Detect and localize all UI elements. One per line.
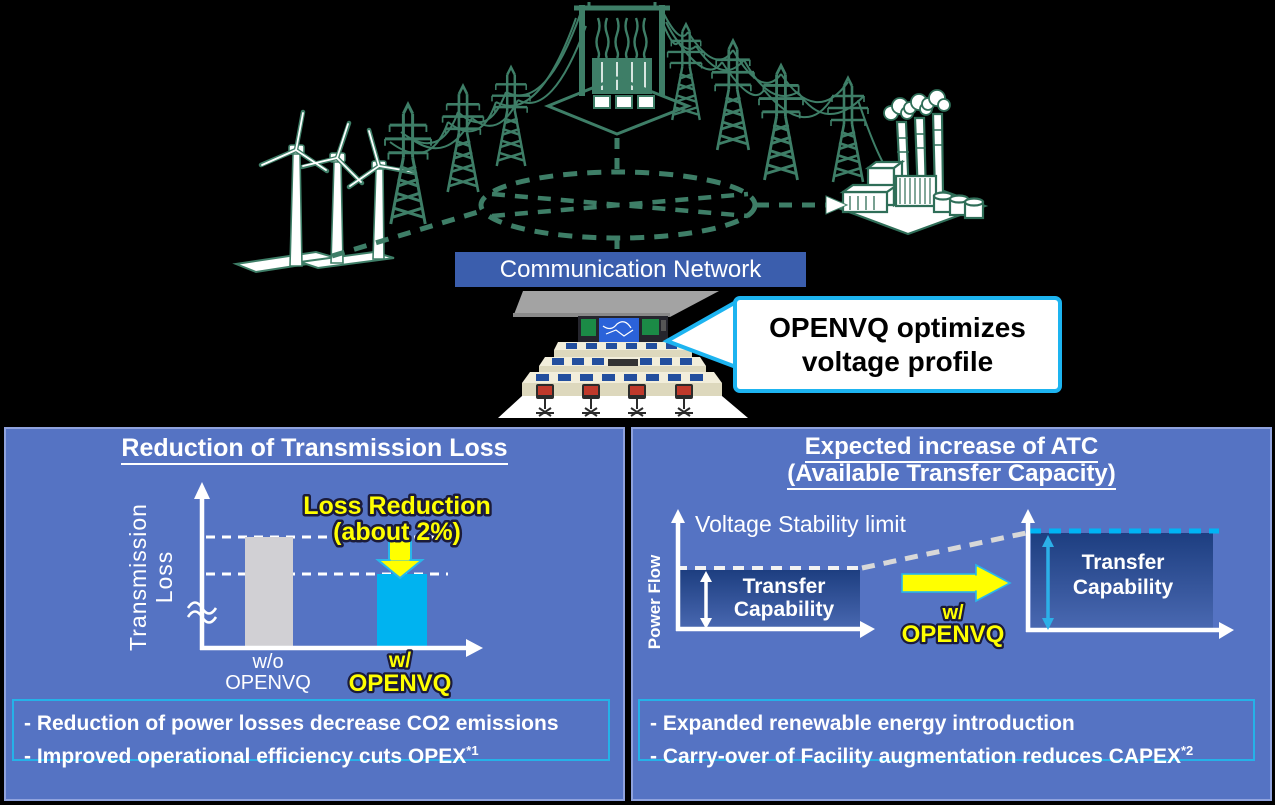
loss-reduction-arrow-icon	[375, 539, 425, 580]
communication-network-label: Communication Network	[455, 252, 806, 287]
wind-farm-ground	[232, 250, 395, 274]
substation-icon	[544, 2, 693, 136]
atc-diagram: Transfer Capability Voltage Stability li…	[645, 509, 1234, 650]
bar2-label-line1: w/	[388, 649, 411, 672]
power-lines	[389, 11, 887, 169]
axis-break	[186, 601, 218, 624]
speech-bubble-line1: OPENVQ optimizes	[769, 312, 1026, 343]
speech-bubble-line2: voltage profile	[801, 346, 994, 377]
bar-without-openvq	[245, 537, 293, 648]
stability-limit-rising-line	[861, 530, 1027, 571]
bar2-label-line2: OPENVQ	[349, 670, 452, 697]
voltage-stability-limit-label: Voltage Stability limit	[695, 511, 907, 537]
right-box-label-line1: Transfer	[1082, 551, 1165, 574]
bar1-label-line1: w/o	[251, 651, 283, 673]
arrow-label-line1: w/	[941, 602, 964, 624]
openvq-arrow-icon	[901, 563, 1012, 603]
left-box-label-line2: Capability	[734, 598, 835, 621]
power-flow-axis-label: Power Flow	[645, 554, 664, 649]
bar-with-openvq	[377, 574, 427, 648]
chart-axes	[199, 491, 468, 651]
bullet-line: - Reduction of power losses decrease CO2…	[24, 712, 559, 735]
power-grid-illustration	[232, 2, 989, 418]
wind-turbine-icon	[258, 109, 418, 267]
left-box-label-line1: Transfer	[743, 575, 826, 598]
network-ring-icon	[331, 138, 849, 259]
y-axis-label-line1: Transmission	[125, 503, 151, 651]
bullet-line: - Improved operational efficiency cuts O…	[24, 743, 479, 768]
loss-reduction-label-line2: (about 2%)	[333, 518, 461, 546]
left-benefits-box: - Reduction of power losses decrease CO2…	[12, 699, 610, 768]
right-panel-title: Expected increase of ATC (Available Tran…	[631, 433, 1272, 490]
chair-icon	[536, 384, 693, 417]
transfer-capability-box-after	[1031, 533, 1213, 630]
bullet-line: - Carry-over of Facility augmentation re…	[650, 743, 1194, 768]
bar1-label-line2: OPENVQ	[225, 672, 311, 694]
atc-panel: Expected increase of ATC (Available Tran…	[631, 427, 1272, 801]
transmission-loss-chart: Loss Reduction (about 2%) Transmission L…	[125, 482, 493, 699]
left-panel-title: Reduction of Transmission Loss	[4, 434, 625, 465]
speech-bubble: OPENVQ optimizes voltage profile	[733, 296, 1062, 393]
loss-reduction-label-line1: Loss Reduction	[303, 492, 491, 520]
y-axis-label-line2: Loss	[151, 551, 177, 604]
power-plant-icon	[829, 89, 989, 236]
transmission-loss-panel: Reduction of Transmission Loss	[4, 427, 625, 801]
bullet-line: - Expanded renewable energy introduction	[650, 712, 1075, 735]
arrow-label-line2: OPENVQ	[902, 621, 1005, 648]
right-benefits-box: - Expanded renewable energy introduction…	[638, 699, 1255, 768]
right-box-label-line2: Capability	[1073, 576, 1174, 599]
control-room-icon	[498, 291, 748, 418]
